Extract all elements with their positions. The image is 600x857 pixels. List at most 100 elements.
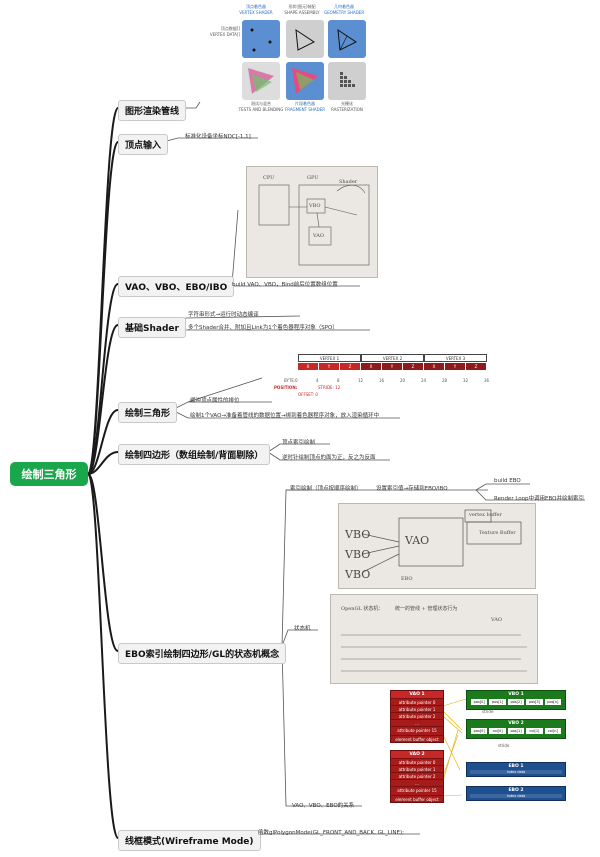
branch-label: 绘制三角形 <box>125 409 171 419</box>
component-cell: X <box>298 363 318 370</box>
root-label: 绘制三角形 <box>21 468 77 481</box>
vao2-row: attribute pointer 1 <box>391 765 443 772</box>
offset-label: OFFSET: 0 <box>298 392 318 397</box>
photo1-gpu: GPU <box>307 175 319 181</box>
component-cell: Y <box>445 363 465 370</box>
byte-offset: 4 <box>316 378 319 383</box>
vao1-row: attribute pointer 2 <box>391 712 443 719</box>
note-draw-vao: 绘制1个VAO→准备着管线的数据位置→绑到着色器程序对象，放入渲染循环中 <box>190 413 380 419</box>
branch-label: 顶点输入 <box>125 141 162 151</box>
branch-label: 线框模式(Wireframe Mode) <box>125 837 254 847</box>
step-label-fragment: 片段着色器 FRAGMENT SHADER <box>284 101 326 112</box>
vbo-cell: pos[1] <box>488 698 507 706</box>
photo1-cpu: CPU <box>263 175 275 181</box>
note-store-ebo: 设置索引值→存储到EBO/IBO <box>376 486 448 492</box>
branch-label: 图形渲染管线 <box>125 107 180 117</box>
vao1-row: attribute pointer 15 <box>391 726 443 733</box>
note-shader-link: 多个Shader合并、附加且Link为1个着色器程序对象（SPO） <box>188 325 338 331</box>
photo1-shader: Shader <box>339 179 358 185</box>
vao2-row: attribute pointer 15 <box>391 786 443 793</box>
color-gradient-icon <box>292 68 318 94</box>
triangle-outline-icon <box>295 28 315 51</box>
branch-label: EBO索引绘制四边形/GL的状态机概念 <box>125 650 280 660</box>
handwritten-photo-cpu-gpu: CPU GPU VBO VAO Shader <box>246 166 378 278</box>
byte-offset: 16 <box>379 378 385 383</box>
vbo2-title: VBO 2 <box>508 721 524 726</box>
rasterization-step <box>328 62 366 100</box>
vao2-row: attribute pointer 2 <box>391 772 443 779</box>
tests-blending-step <box>242 62 280 100</box>
shape-assembly-step <box>286 20 324 58</box>
sketch-lines <box>258 184 370 266</box>
position-label: POSITION: <box>274 385 298 390</box>
pipeline-figure: 顶点数据[] VERTEX DATA[] 顶点着色器 VERTEX SHADER… <box>196 4 366 112</box>
branch-label: 基础Shader <box>125 324 179 334</box>
note-attrib-layout: 缓冲顶点属性的排位 <box>190 398 240 404</box>
vbo1-title: VBO 1 <box>508 692 524 697</box>
component-cell: Z <box>403 363 423 370</box>
branch-ebo-state-machine[interactable]: EBO索引绘制四边形/GL的状态机概念 <box>118 643 287 664</box>
branch-draw-quad[interactable]: 绘制四边形（数组绘制/背面剔除） <box>118 444 271 465</box>
vertex-shader-step <box>242 20 280 58</box>
vertex-group-header: VERTEX 3 <box>424 354 487 362</box>
branch-label: VAO、VBO、EBO/IBO <box>125 283 228 293</box>
note-shader-compile: 字符串形式→运行时动态编译 <box>188 312 259 318</box>
vbo-cell: pos[n] <box>543 698 563 706</box>
photo1-vbo: VBO <box>309 203 321 209</box>
vbo2-box: VBO 2 pos[0] col[0] pos[1] col[1] col[n] <box>466 719 566 739</box>
photo2-vbo-a: VBO <box>345 528 371 541</box>
vao2-box: VAO 2 attribute pointer 0 attribute poin… <box>390 750 444 803</box>
photo2-vbo-c: VBO <box>345 568 371 581</box>
vbo-cell: pos[2] <box>506 698 526 706</box>
branch-label: 绘制四边形（数组绘制/背面剔除） <box>125 451 264 461</box>
vbo-cell: col[1] <box>525 727 544 735</box>
vao1-box: VAO 1 attribute pointer 0 attribute poin… <box>390 690 444 743</box>
vertex-group-header: VERTEX 2 <box>361 354 424 362</box>
handwritten-photo-vao: VBO VBO VBO VAO EBO Texture Buffer verte… <box>338 503 536 589</box>
branch-wireframe[interactable]: 线框模式(Wireframe Mode) <box>118 830 261 851</box>
vbo-cell: pos[0] <box>470 727 489 735</box>
root-node[interactable]: 绘制三角形 <box>10 462 88 486</box>
vao1-row: attribute pointer 0 <box>391 698 443 705</box>
vao2-row: element buffer object <box>391 795 443 802</box>
vertex-group-header: VERTEX 1 <box>298 354 361 362</box>
photo3-title: OpenGL 状态机： <box>341 606 384 612</box>
byte-offset: 12 <box>358 378 364 383</box>
vao1-title: VAO 1 <box>391 691 443 698</box>
note-state-machine: 状态机 <box>294 626 311 632</box>
component-cell: Z <box>466 363 486 370</box>
branch-vao-vbo-ebo[interactable]: VAO、VBO、EBO/IBO <box>118 276 235 297</box>
vbo2-stride-label: stride <box>498 743 510 748</box>
vao1-row: ... <box>391 719 443 726</box>
handwritten-photo-state-machine: OpenGL 状态机： 统一的管线 + 管理状态行为 VAO <box>330 594 538 684</box>
photo2-ebo: EBO <box>401 576 413 582</box>
blended-triangle-icon <box>248 68 274 94</box>
note-polygon-mode: 函数glPolygonMode(GL_FRONT_AND_BACK, GL_LI… <box>258 830 404 836</box>
step-label-vertex: 顶点着色器 VERTEX SHADER <box>239 4 273 15</box>
component-cell: Z <box>340 363 360 370</box>
ebo1-title: EBO 1 <box>508 764 524 769</box>
branch-basic-shader[interactable]: 基础Shader <box>118 317 186 338</box>
vbo-cell: pos[3] <box>525 698 544 706</box>
vbo-cell: col[n] <box>543 727 563 735</box>
ebo2-title: EBO 2 <box>508 788 524 793</box>
photo3-vao: VAO <box>491 617 502 623</box>
branch-pipeline[interactable]: 图形渲染管线 <box>118 100 187 121</box>
byte-offset: 36 <box>484 378 490 383</box>
step-label-shape: 形状(图元)装配 SHAPE ASSEMBLY <box>284 4 320 15</box>
branch-vertex-input[interactable]: 顶点输入 <box>118 134 169 155</box>
photo3-line1: 统一的管线 + 管理状态行为 <box>395 606 458 612</box>
vbo-cell: pos[1] <box>506 727 526 735</box>
points-icon <box>250 28 272 52</box>
note-render-loop: Render Loop中调用EBO并绘制索引 <box>494 496 584 502</box>
ebo1-box: EBO 1 index data <box>466 762 566 777</box>
vao2-title: VAO 2 <box>391 751 443 758</box>
note-build-vao: build VAO、VBO，Bind前后位置数组位置 <box>232 282 338 288</box>
vbo2-cells: pos[0] col[0] pos[1] col[1] col[n] <box>470 727 563 735</box>
branch-draw-triangle[interactable]: 绘制三角形 <box>118 402 178 423</box>
ebo2-box: EBO 2 index data <box>466 786 566 801</box>
step-label-tests: 测试与混合 TESTS AND BLENDING <box>238 101 284 112</box>
photo2-vao: VAO <box>405 534 430 547</box>
byte-offset: 0 <box>295 378 298 383</box>
